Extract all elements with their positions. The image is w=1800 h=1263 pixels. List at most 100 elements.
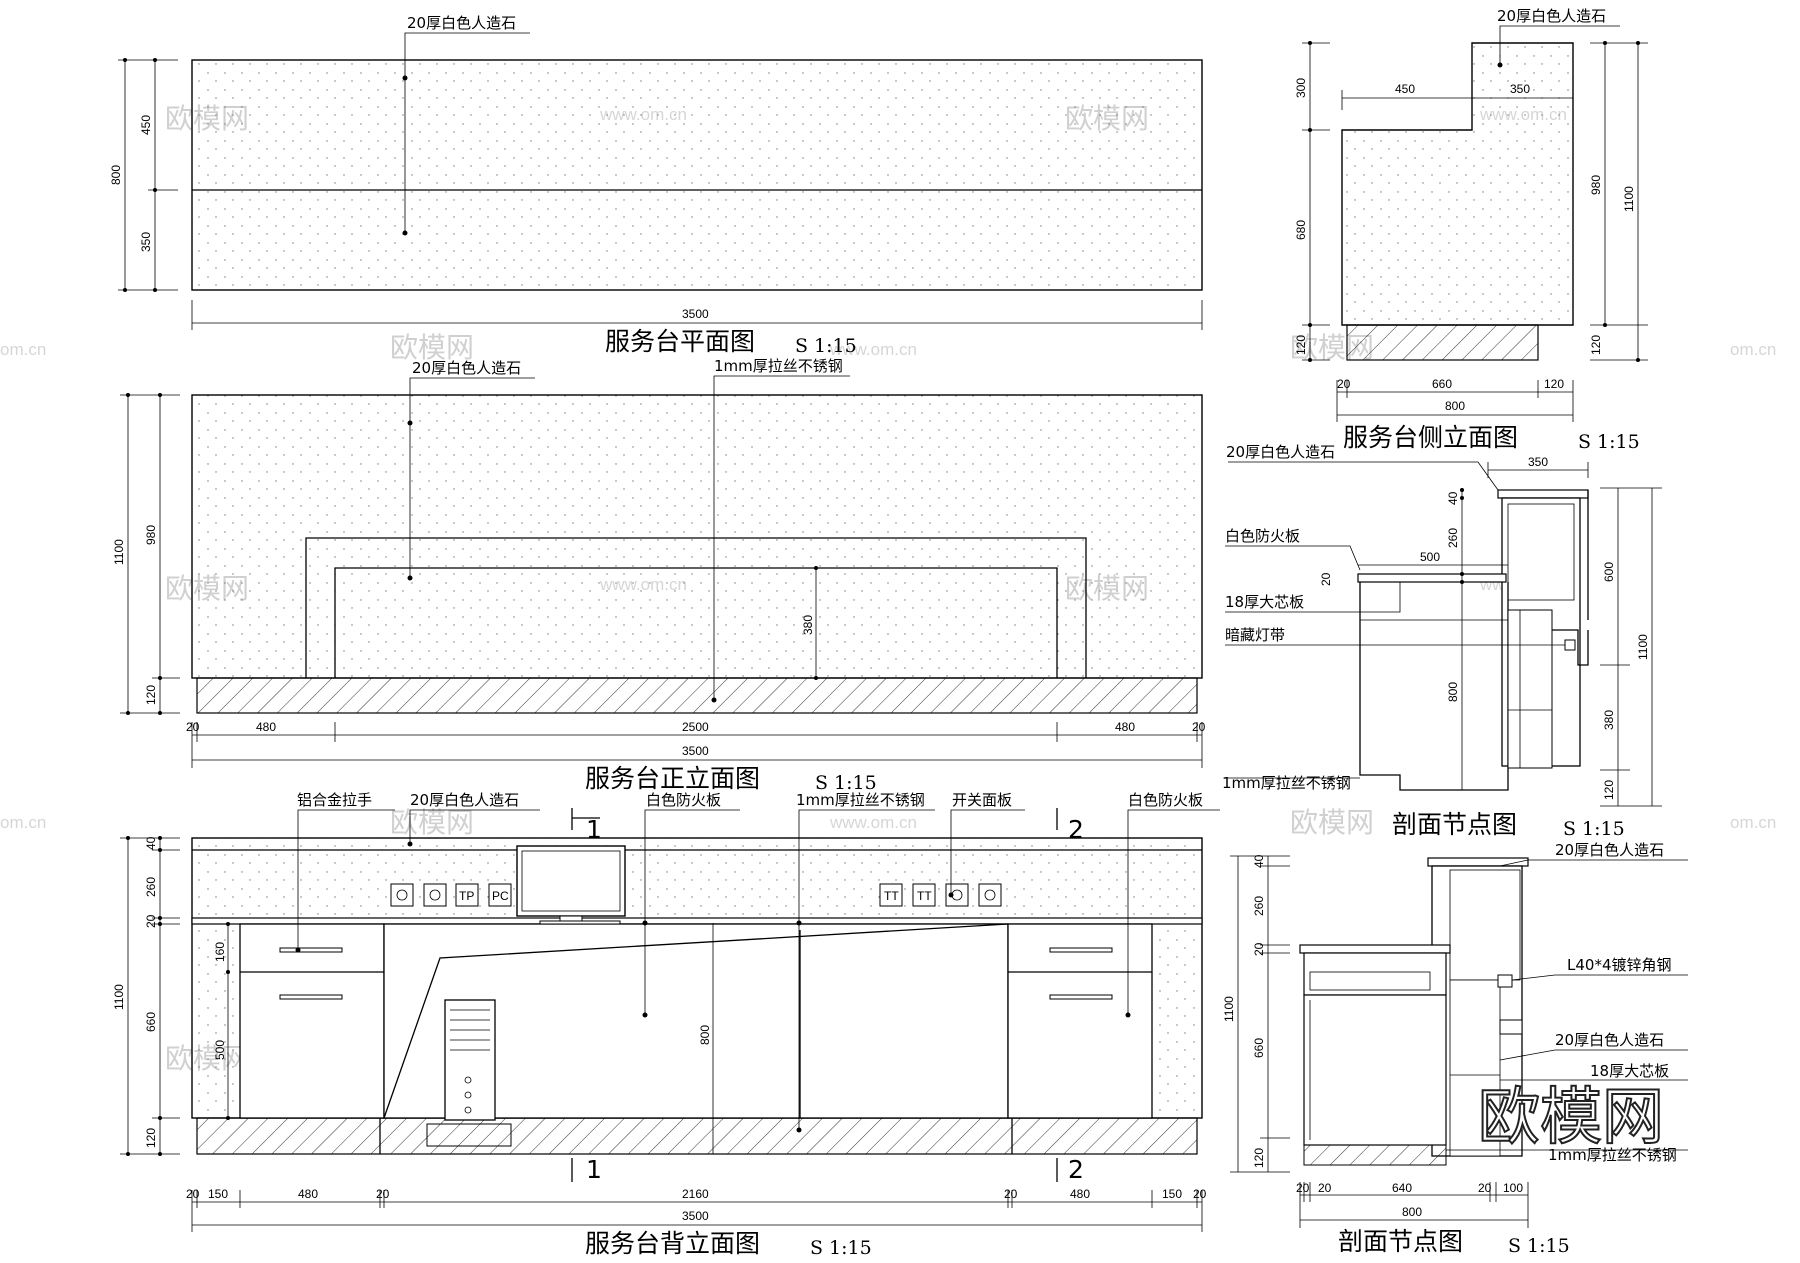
dim-back-3500: 3500 [682, 1209, 709, 1223]
dim-sec2-800: 800 [1402, 1205, 1422, 1219]
svg-text:2: 2 [1068, 815, 1084, 844]
label-angle-steel: L40*4镀锌角钢 [1567, 956, 1672, 974]
section-mark-2-top: 2 [1056, 808, 1084, 844]
label-switch-panel: 开关面板 [952, 791, 1012, 809]
section-1: 20厚白色人造石 白色防火板 18厚大芯板 暗藏灯带 1mm厚拉丝不锈钢 350… [1222, 443, 1662, 840]
dim-sec1-40: 40 [1446, 491, 1460, 505]
label-core-board: 18厚大芯板 [1590, 1062, 1669, 1080]
socket-tt-b: TT [917, 889, 932, 903]
svg-text:1: 1 [586, 815, 602, 844]
dim-side-450: 450 [1395, 82, 1415, 96]
watermark-url: www.om.cn [829, 340, 917, 359]
dim-front-120: 120 [144, 685, 158, 705]
dim-front-2500: 2500 [682, 720, 709, 734]
side-elevation: 20厚白色人造石 450 350 300 680 120 980 1100 12… [1294, 7, 1648, 453]
dim-sec1-1100: 1100 [1636, 634, 1650, 660]
dim-back-w20a: 20 [186, 1187, 200, 1201]
dim-sec1-380: 380 [1602, 710, 1616, 730]
plan-outline [191, 59, 1203, 291]
dim-back-40: 40 [144, 836, 158, 850]
dim-front-20a: 20 [186, 720, 200, 734]
dim-sec2-w100: 100 [1503, 1181, 1523, 1195]
dim-side-980: 980 [1589, 175, 1603, 195]
dim-sec1-260: 260 [1446, 528, 1460, 548]
dim-back-20: 20 [144, 914, 158, 928]
dim-side-1100: 1100 [1622, 186, 1636, 212]
dim-side-120b: 120 [1589, 335, 1603, 355]
section-mark-1-top: 1 [571, 808, 602, 844]
dim-back-w20d: 20 [1193, 1187, 1207, 1201]
dim-front-3500: 3500 [682, 744, 709, 758]
svg-text:2: 2 [1068, 1155, 1084, 1184]
scale-front: S 1:15 [815, 772, 877, 794]
socket-panel-right: TT TT [879, 883, 1002, 907]
title-plan: 服务台平面图 [605, 327, 755, 356]
dim-back-w480b: 480 [1070, 1187, 1090, 1201]
dim-back-w20b: 20 [376, 1187, 390, 1201]
label-fireboard: 白色防火板 [1128, 791, 1203, 809]
dim-sec2-w640: 640 [1392, 1181, 1412, 1195]
side-outline [1341, 42, 1574, 326]
label-fireboard: 白色防火板 [646, 791, 721, 809]
dim-sec1-800: 800 [1446, 682, 1460, 702]
label-fireboard: 白色防火板 [1225, 527, 1300, 545]
label-steel: 1mm厚拉丝不锈钢 [1222, 774, 1351, 792]
title-section-2: 剖面节点图 [1338, 1227, 1463, 1256]
watermark-edge: om.cn [1730, 340, 1776, 359]
title-front: 服务台正立面图 [585, 764, 760, 793]
label-steel: 1mm厚拉丝不锈钢 [714, 357, 843, 375]
label-stone: 20厚白色人造石 [407, 14, 516, 32]
socket-tt-a: TT [884, 889, 899, 903]
label-stone: 20厚白色人造石 [410, 791, 519, 809]
front-elevation: 20厚白色人造石 1mm厚拉丝不锈钢 380 1100 980 120 20 4… [112, 357, 1206, 794]
dim-sec1-120: 120 [1602, 780, 1616, 800]
dim-sec2-w20a: 20 [1296, 1181, 1310, 1195]
watermark-edge: om.cn [0, 340, 46, 359]
dim-sec1-20: 20 [1319, 572, 1333, 586]
dim-side-300: 300 [1294, 78, 1308, 98]
watermark-url: www.om.cn [829, 813, 917, 832]
dim-plan-3500: 3500 [682, 307, 709, 321]
pc-tower-icon [426, 999, 512, 1147]
dim-side-680: 680 [1294, 220, 1308, 240]
dim-front-480b: 480 [1115, 720, 1135, 734]
label-stone: 20厚白色人造石 [1555, 841, 1664, 859]
scale-section-1: S 1:15 [1563, 818, 1625, 840]
dim-side-660: 660 [1432, 377, 1452, 391]
label-handle: 铝合金拉手 [297, 791, 372, 809]
scale-section-2: S 1:15 [1508, 1235, 1570, 1257]
title-back: 服务台背立面图 [585, 1229, 760, 1258]
label-stone: 20厚白色人造石 [1497, 7, 1606, 25]
dim-side-120c: 120 [1544, 377, 1564, 391]
dim-back-1100: 1100 [112, 984, 126, 1010]
dim-sec2-w20c: 20 [1478, 1181, 1492, 1195]
dim-front-20b: 20 [1192, 720, 1206, 734]
dim-side-20: 20 [1337, 377, 1351, 391]
scale-plan: S 1:15 [795, 335, 857, 357]
watermark-logo: 欧模网 [390, 331, 474, 364]
watermark-big-logo: 欧模网 [1478, 1080, 1664, 1153]
watermark-logo: 欧模网 [390, 806, 474, 839]
dim-sec2-120: 120 [1252, 1148, 1266, 1168]
dim-back-160: 160 [213, 942, 227, 962]
section-2: 20厚白色人造石 L40*4镀锌角钢 20厚白色人造石 18厚大芯板 1mm厚拉… [1222, 841, 1688, 1257]
dim-side-800: 800 [1445, 399, 1465, 413]
dim-side-350: 350 [1510, 82, 1530, 96]
label-steel: 1mm厚拉丝不锈钢 [796, 791, 925, 809]
title-section-1: 剖面节点图 [1392, 810, 1517, 839]
dim-plan-800: 800 [109, 165, 123, 185]
label-steel: 1mm厚拉丝不锈钢 [1548, 1146, 1677, 1164]
monitor-icon [516, 845, 626, 925]
dim-back-120: 120 [144, 1128, 158, 1148]
dim-sec2-660: 660 [1252, 1038, 1266, 1058]
scale-side: S 1:15 [1578, 431, 1640, 453]
label-stone: 20厚白色人造石 [412, 359, 521, 377]
label-stone: 20厚白色人造石 [1555, 1031, 1664, 1049]
section-mark-1-bottom: 1 [571, 1155, 602, 1184]
watermark-edge: om.cn [1730, 813, 1776, 832]
dim-sec2-20: 20 [1252, 942, 1266, 956]
dim-sec2-260: 260 [1252, 896, 1266, 916]
svg-text:1: 1 [586, 1155, 602, 1184]
dim-sec1-500: 500 [1420, 550, 1440, 564]
